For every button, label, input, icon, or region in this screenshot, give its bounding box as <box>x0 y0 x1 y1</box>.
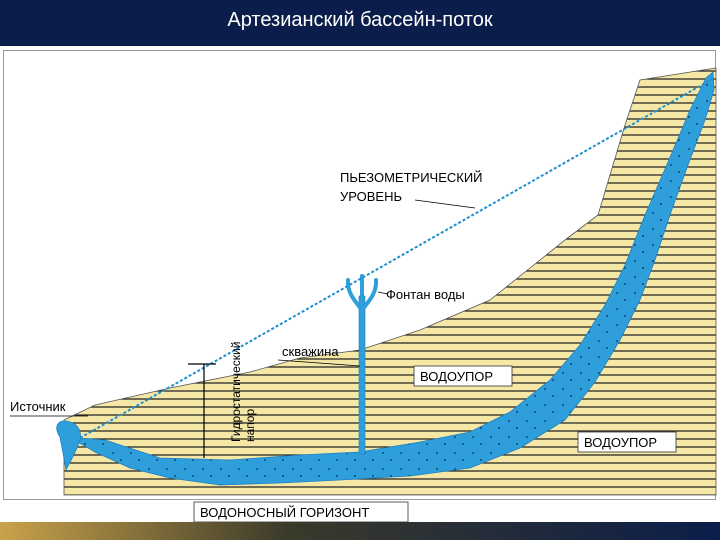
aquiclude-bottom-box <box>577 431 677 453</box>
spring-water <box>56 420 81 472</box>
well-label: скважина <box>282 344 339 359</box>
piezometric-line <box>79 77 715 439</box>
fountain-leader <box>377 291 389 295</box>
hydrostatic-head-label-line1: Гидростатический <box>229 342 243 442</box>
page-title: Артезианский бассейн-поток <box>227 9 493 31</box>
aquiclude-bottom-label: ВОДОУПОР <box>584 435 657 450</box>
aquiclude-top-box <box>413 365 513 387</box>
title-bar: Артезианский бассейн-поток <box>0 0 720 46</box>
fountain-icon <box>345 274 379 312</box>
well-leader <box>277 359 361 367</box>
fountain-label: Фонтан воды <box>386 287 465 302</box>
piezo-leader <box>414 199 476 209</box>
aquifer-label: ВОДОНОСНЫЙ ГОРИЗОНТ <box>200 505 369 520</box>
hydrostatic-head-label-line2: напор <box>243 409 257 442</box>
hydrostatic-head-marker <box>188 363 216 458</box>
bottom-bar <box>0 522 720 540</box>
well-pipe <box>358 295 366 455</box>
source-label: Источник <box>10 399 66 414</box>
piezometric-label-line2: УРОВЕНЬ <box>340 189 402 204</box>
aquiclude-top-label: ВОДОУПОР <box>420 369 493 384</box>
piezometric-label-line1: ПЬЕЗОМЕТРИЧЕСКИЙ <box>340 170 483 185</box>
aquifer-water <box>77 71 715 486</box>
